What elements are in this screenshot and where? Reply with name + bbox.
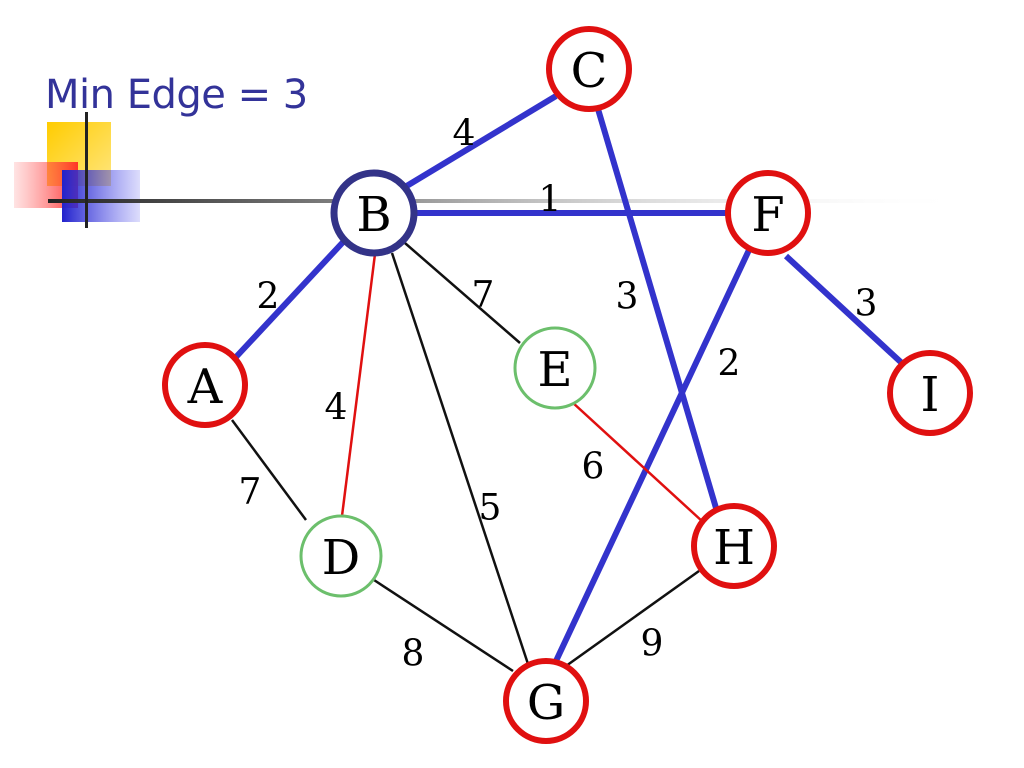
edge-a-d [230,419,308,521]
edge-weight-b-e: 7 [472,275,495,316]
node-circle-c [546,26,632,112]
edge-weight-e-h: 6 [582,447,605,488]
nodes-layer: A B C D E F G H I [162,26,973,744]
edge-e-h [571,401,704,523]
node-label-a: A [187,359,224,415]
node-b: B [330,169,418,257]
node-f: F [725,170,811,256]
node-label-d: D [322,530,360,586]
edge-weight-b-d: 4 [325,388,348,429]
edge-f-g [553,248,752,663]
edge-b-c [403,93,558,190]
edge-f-i [783,253,908,369]
node-g: G [503,658,589,744]
edge-weight-b-g: 5 [479,488,502,529]
node-circle-f [725,170,811,256]
edge-labels-layer: 4 1 2 7 4 5 3 2 3 7 6 8 9 [239,114,878,675]
node-label-f: F [751,187,784,243]
edge-b-d [340,253,377,517]
node-circle-g [503,658,589,744]
edge-weight-b-f: 1 [539,180,562,221]
node-e: E [513,326,597,410]
logo-blue-square [62,170,140,222]
edge-weight-b-c: 4 [453,114,476,155]
edges-layer [230,93,908,673]
page-title: Min Edge = 3 [45,72,308,118]
edge-weight-a-d: 7 [239,472,262,513]
node-label-b: B [356,187,391,243]
node-label-c: C [571,43,608,99]
edge-weight-f-i: 3 [855,284,878,325]
node-circle-d [299,514,383,598]
edge-g-h [565,569,700,668]
node-c: C [546,26,632,112]
node-label-i: I [921,367,940,423]
node-circle-b [330,169,418,257]
edge-weight-c-h: 3 [616,277,639,318]
edge-b-g [390,252,530,665]
edge-a-b [233,237,348,360]
logo-vertical-rule [85,112,88,228]
node-label-h: H [713,520,755,576]
edge-d-g [373,578,514,673]
node-circle-a [162,342,248,428]
node-i: I [887,350,973,436]
edge-c-h [595,108,719,509]
edge-weight-f-g: 2 [718,344,741,385]
node-circle-i [887,350,973,436]
node-circle-h [691,503,777,589]
edge-weight-g-h: 9 [641,624,664,665]
node-d: D [299,514,383,598]
node-label-g: G [527,675,565,731]
node-circle-e [513,326,597,410]
edge-weight-a-b: 2 [257,277,280,318]
node-h: H [691,503,777,589]
node-label-e: E [537,342,572,398]
edge-b-e [397,236,521,344]
logo-horizontal-rule [48,199,968,203]
edge-weight-d-g: 8 [402,634,425,675]
node-a: A [162,342,248,428]
